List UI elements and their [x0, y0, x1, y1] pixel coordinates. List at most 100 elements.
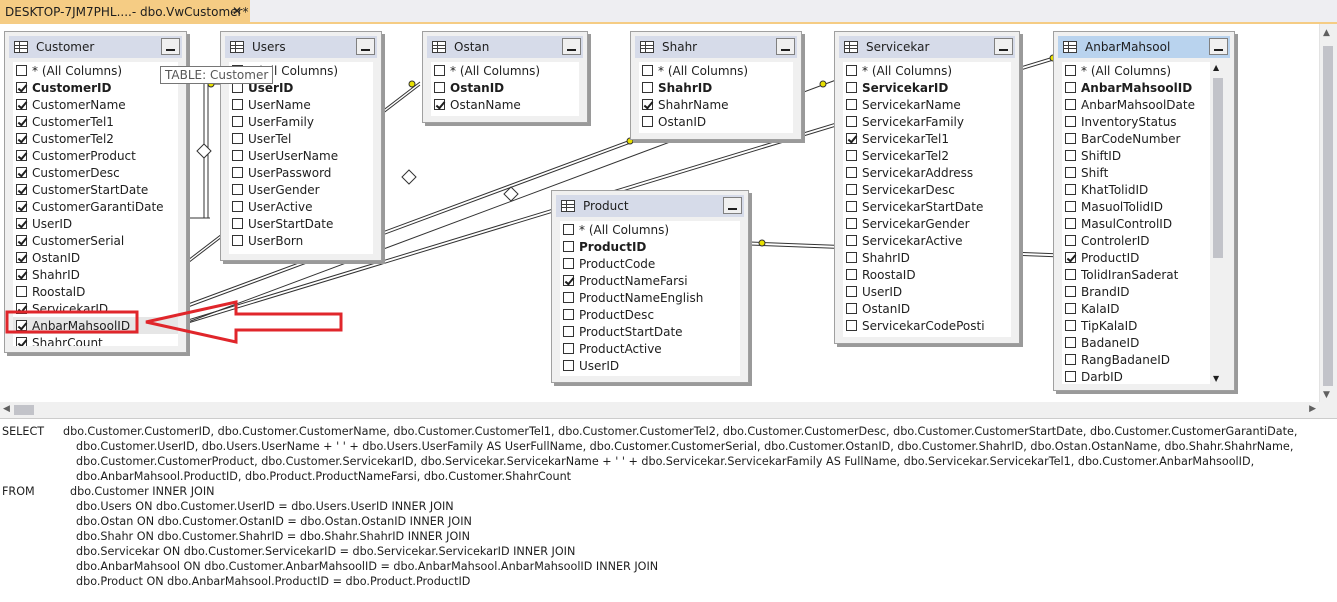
- column-row[interactable]: ShahrID: [639, 79, 793, 96]
- checkbox-icon[interactable]: [563, 275, 574, 286]
- checkbox-icon[interactable]: [563, 241, 574, 252]
- checkbox-icon[interactable]: [232, 218, 243, 229]
- diagram-pane[interactable]: Customer * (All Columns) CustomerID Custom…: [0, 24, 1337, 418]
- table-header[interactable]: Ostan: [427, 36, 583, 58]
- column-row[interactable]: TipKalaID: [1062, 317, 1226, 334]
- checkbox-icon[interactable]: [846, 320, 857, 331]
- column-row[interactable]: UserID: [560, 357, 740, 374]
- checkbox-icon[interactable]: [1065, 82, 1076, 93]
- column-row[interactable]: ServicekarTel2: [843, 147, 1011, 164]
- column-row[interactable]: CustomerID: [13, 79, 178, 96]
- checkbox-icon[interactable]: [846, 133, 857, 144]
- checkbox-icon[interactable]: [642, 99, 653, 110]
- checkbox-icon[interactable]: [1065, 354, 1076, 365]
- column-row[interactable]: ServicekarGender: [843, 215, 1011, 232]
- checkbox-icon[interactable]: [563, 224, 574, 235]
- column-row[interactable]: Shift: [1062, 164, 1226, 181]
- table-header[interactable]: Shahr: [635, 36, 797, 58]
- checkbox-icon[interactable]: [846, 167, 857, 178]
- checkbox-icon[interactable]: [16, 184, 27, 195]
- minimize-icon[interactable]: [776, 38, 795, 55]
- column-row[interactable]: UserBorn: [229, 232, 373, 249]
- relationship-diamond[interactable]: [401, 169, 417, 185]
- tab-vwcustomer[interactable]: DESKTOP-7JM7PHL....- dbo.VwCustomer* ✕: [0, 0, 250, 24]
- column-row[interactable]: BrandID: [1062, 283, 1226, 300]
- checkbox-icon[interactable]: [16, 286, 27, 297]
- column-row[interactable]: OstanID: [639, 113, 793, 130]
- checkbox-icon[interactable]: [16, 82, 27, 93]
- column-row[interactable]: MasulControlID: [1062, 215, 1226, 232]
- column-row[interactable]: RoostalD: [13, 283, 178, 300]
- column-row[interactable]: ServicekarTel1: [843, 130, 1011, 147]
- column-row[interactable]: UserTel: [229, 130, 373, 147]
- scroll-up-icon[interactable]: ▲: [1213, 63, 1220, 72]
- checkbox-icon[interactable]: [1065, 201, 1076, 212]
- checkbox-icon[interactable]: [434, 82, 445, 93]
- column-row[interactable]: ServicekarStartDate: [843, 198, 1011, 215]
- column-row[interactable]: UserID: [13, 215, 178, 232]
- checkbox-icon[interactable]: [232, 150, 243, 161]
- column-row[interactable]: CustomerProduct: [13, 147, 178, 164]
- column-row[interactable]: ProductNameFarsi: [560, 272, 740, 289]
- column-row[interactable]: BadaneID: [1062, 334, 1226, 351]
- checkbox-icon[interactable]: [16, 150, 27, 161]
- column-row[interactable]: * (All Columns): [639, 62, 793, 79]
- column-row[interactable]: ShahrID: [843, 249, 1011, 266]
- column-row[interactable]: * (All Columns): [843, 62, 1011, 79]
- minimize-icon[interactable]: [1209, 38, 1228, 55]
- checkbox-icon[interactable]: [642, 116, 653, 127]
- checkbox-icon[interactable]: [563, 292, 574, 303]
- column-row[interactable]: CustomerTel2: [13, 130, 178, 147]
- checkbox-icon[interactable]: [846, 269, 857, 280]
- checkbox-icon[interactable]: [434, 99, 445, 110]
- checkbox-icon[interactable]: [16, 167, 27, 178]
- checkbox-icon[interactable]: [434, 65, 445, 76]
- checkbox-icon[interactable]: [1065, 252, 1076, 263]
- checkbox-icon[interactable]: [16, 65, 27, 76]
- column-row[interactable]: UserStartDate: [229, 215, 373, 232]
- checkbox-icon[interactable]: [1065, 235, 1076, 246]
- checkbox-icon[interactable]: [1065, 218, 1076, 229]
- relationship-diamond[interactable]: [196, 143, 212, 159]
- scroll-down-icon[interactable]: ▼: [1323, 390, 1330, 400]
- column-row[interactable]: ControlerID: [1062, 232, 1226, 249]
- table-anbarmahsool[interactable]: AnbarMahsool * (All Columns)AnbarMahsool…: [1053, 31, 1235, 391]
- column-row[interactable]: CustomerSerial: [13, 232, 178, 249]
- checkbox-icon[interactable]: [16, 133, 27, 144]
- checkbox-icon[interactable]: [563, 360, 574, 371]
- checkbox-icon[interactable]: [16, 116, 27, 127]
- table-header[interactable]: Customer: [9, 36, 182, 58]
- column-row[interactable]: KalaID: [1062, 300, 1226, 317]
- column-row[interactable]: ShahrID: [13, 266, 178, 283]
- column-row[interactable]: RoostaID: [843, 266, 1011, 283]
- checkbox-icon[interactable]: [846, 65, 857, 76]
- table-header[interactable]: Users: [225, 36, 377, 58]
- checkbox-icon[interactable]: [1065, 303, 1076, 314]
- scroll-right-icon[interactable]: ▶: [1309, 404, 1316, 414]
- sql-pane[interactable]: SELECT dbo.Customer.CustomerID, dbo.Cust…: [0, 418, 1337, 602]
- column-row[interactable]: * (All Columns): [431, 62, 579, 79]
- checkbox-icon[interactable]: [846, 116, 857, 127]
- column-row[interactable]: CustomerGarantiDate: [13, 198, 178, 215]
- column-row[interactable]: ServicekarActive: [843, 232, 1011, 249]
- column-row[interactable]: UserPassword: [229, 164, 373, 181]
- column-row[interactable]: AnbarMahsoolID: [1062, 79, 1226, 96]
- column-row[interactable]: UserName: [229, 96, 373, 113]
- column-row[interactable]: OstanID: [843, 300, 1011, 317]
- link-customer-shahr[interactable]: [187, 137, 637, 305]
- checkbox-icon[interactable]: [846, 184, 857, 195]
- table-header[interactable]: Product: [556, 195, 744, 217]
- checkbox-icon[interactable]: [846, 82, 857, 93]
- column-row[interactable]: ProductActive: [560, 340, 740, 357]
- scroll-down-icon[interactable]: ▼: [1213, 374, 1220, 383]
- checkbox-icon[interactable]: [16, 99, 27, 110]
- column-row[interactable]: ServicekarAddress: [843, 164, 1011, 181]
- checkbox-icon[interactable]: [232, 99, 243, 110]
- minimize-icon[interactable]: [994, 38, 1013, 55]
- checkbox-icon[interactable]: [1065, 320, 1076, 331]
- minimize-icon[interactable]: [356, 38, 375, 55]
- checkbox-icon[interactable]: [1065, 371, 1076, 382]
